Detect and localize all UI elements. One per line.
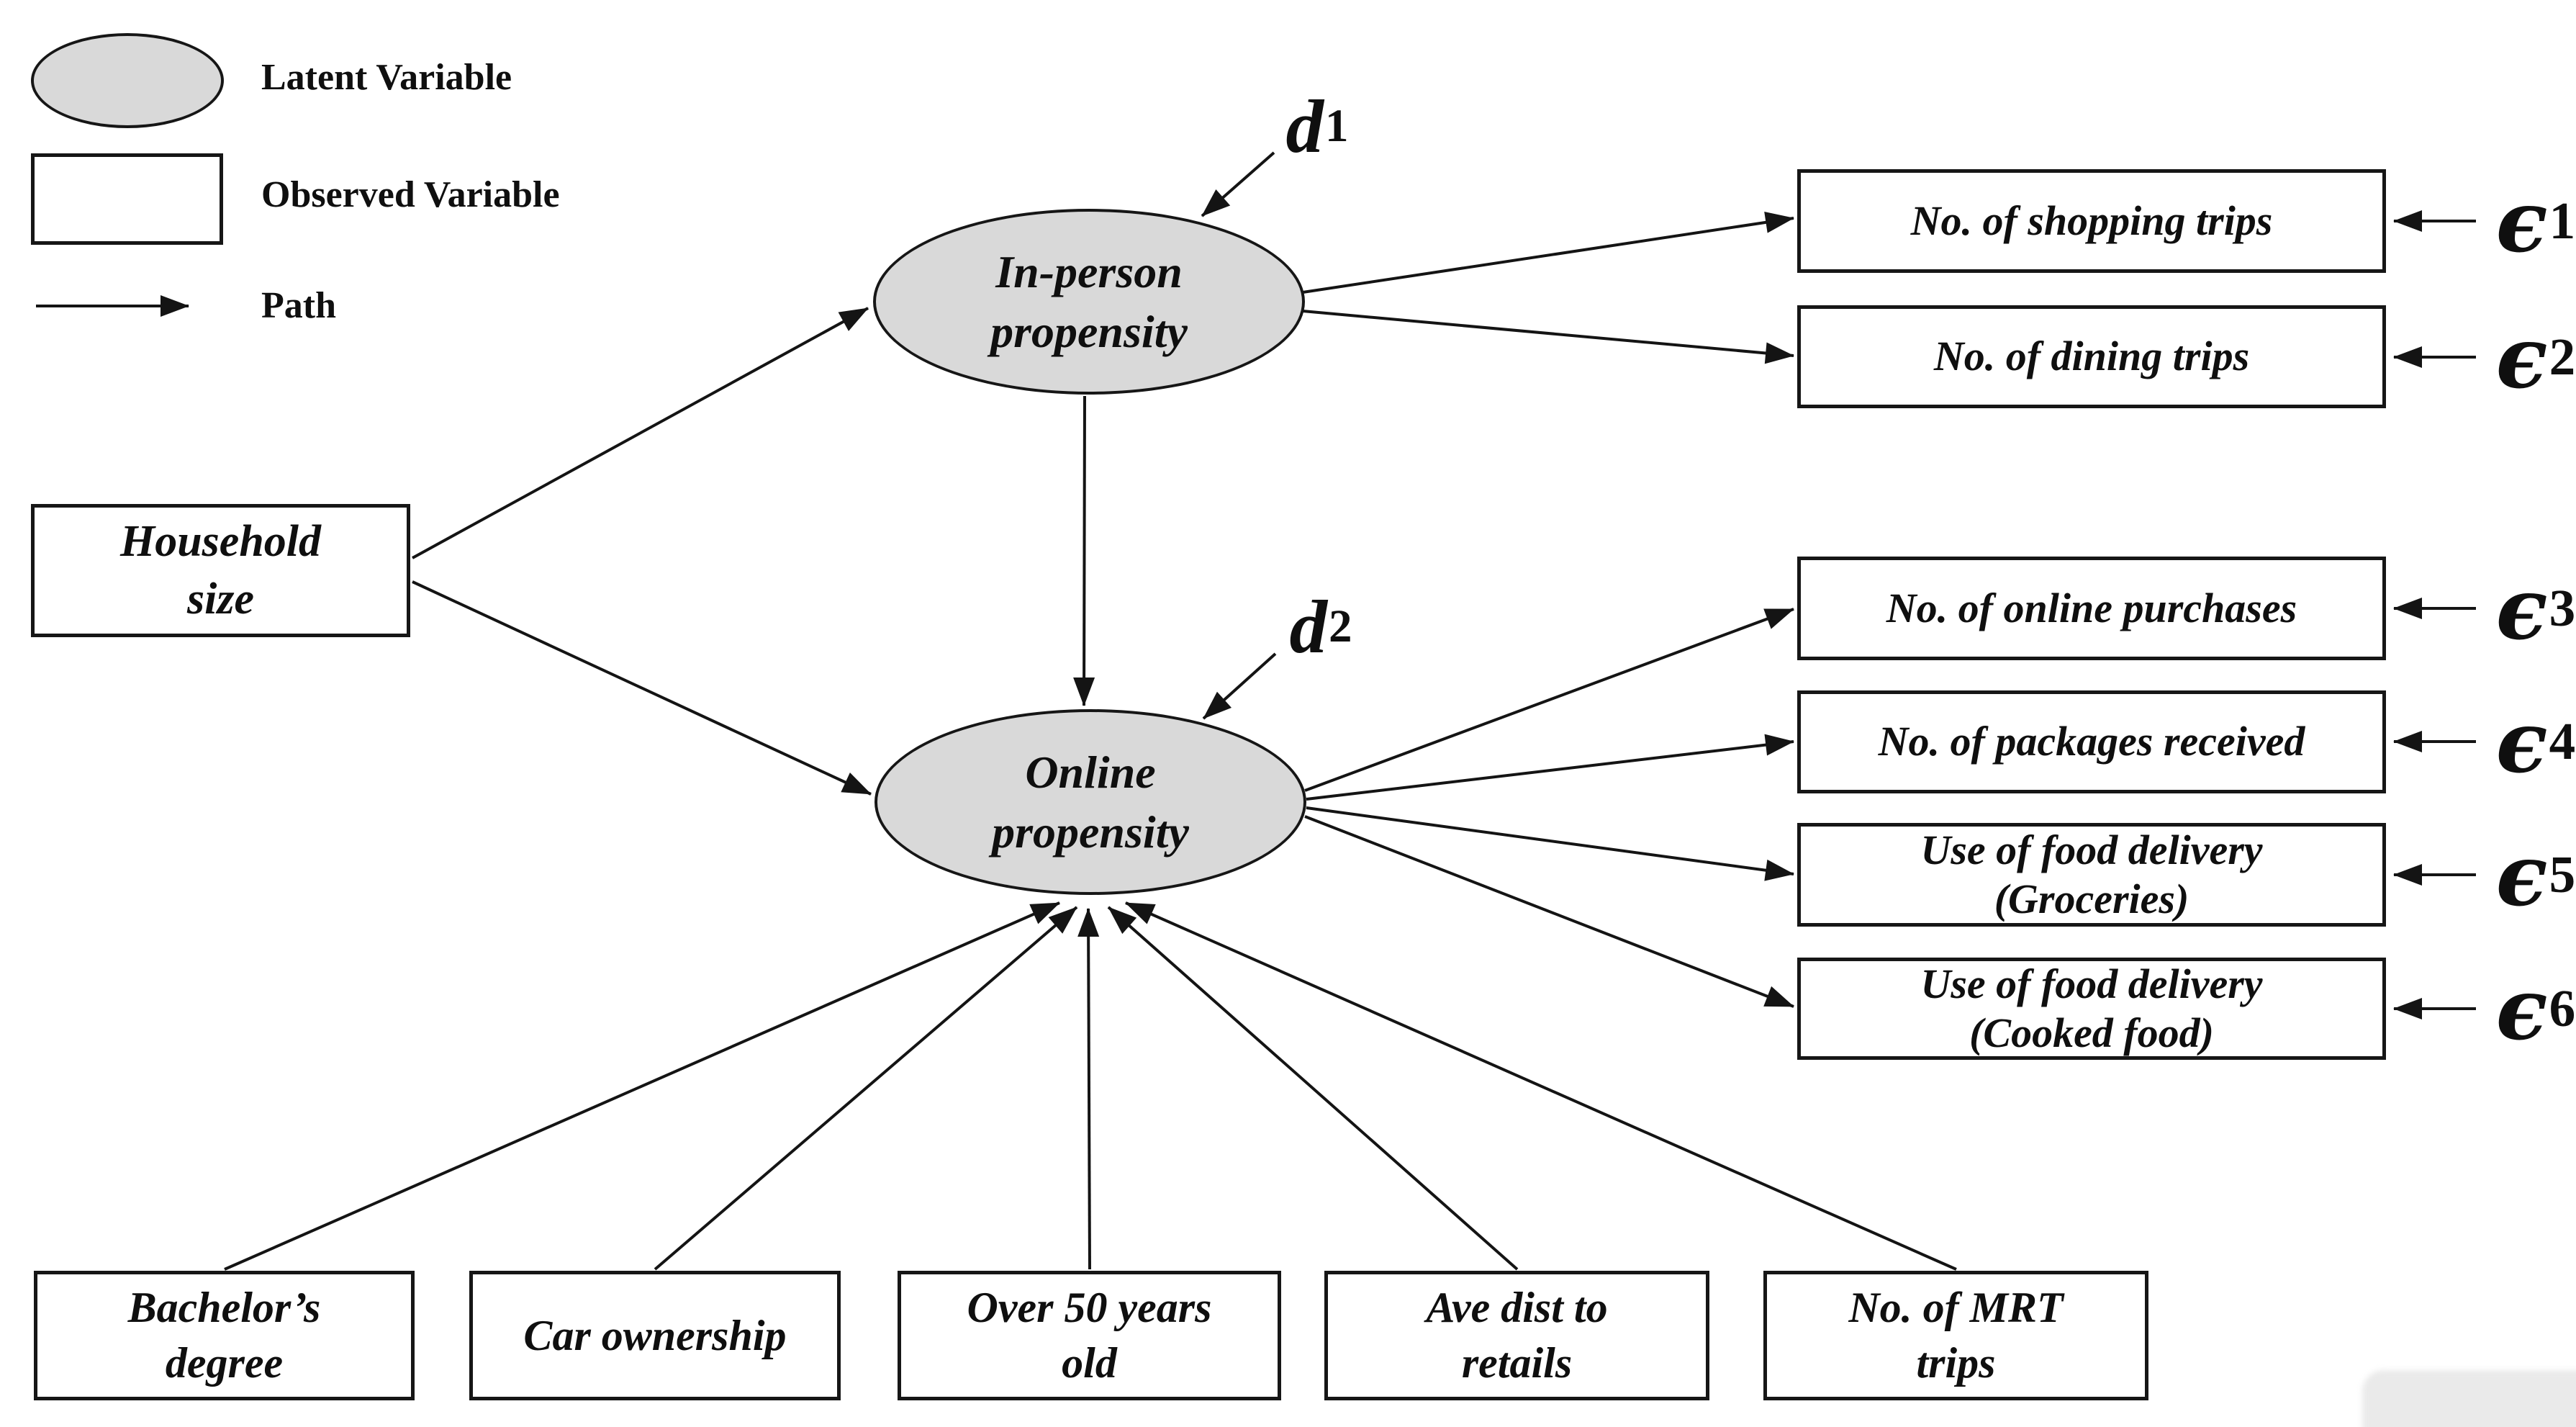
- path-mrt-to-online: [1125, 901, 1957, 1271]
- household-size-line1: Household: [119, 517, 322, 567]
- shopping-trips-label: No. of shopping trips: [1910, 197, 2273, 244]
- shopping-trips-box: No. of shopping trips: [1797, 169, 2386, 273]
- inperson-line2: propensity: [990, 306, 1188, 357]
- legend-path-label: Path: [261, 285, 336, 326]
- legend-latent-ellipse-icon: [31, 33, 224, 128]
- online-line2: propensity: [992, 806, 1189, 857]
- e3-symbol: ϵ: [2495, 558, 2548, 659]
- food-delivery-groceries-box: Use of food delivery (Groceries): [1797, 823, 2386, 927]
- d1-symbol: d: [1285, 84, 1324, 168]
- ave-dist-retails-box: Ave dist to retails: [1324, 1271, 1709, 1400]
- online-propensity-ellipse: Online propensity: [875, 709, 1306, 895]
- legend-observed-label: Observed Variable: [261, 174, 560, 215]
- mrt-trips-line1: No. of MRT: [1848, 1284, 2064, 1332]
- over-50-years-line1: Over 50 years: [967, 1284, 1212, 1332]
- d2-symbol: d: [1289, 584, 1327, 669]
- household-size-line2: size: [187, 574, 254, 624]
- over-50-years-box: Over 50 years old: [898, 1271, 1281, 1400]
- inperson-line1: In-person: [995, 246, 1183, 297]
- e1-symbol: ϵ: [2495, 171, 2548, 271]
- food-delivery-cooked-box: Use of food delivery (Cooked food): [1797, 958, 2386, 1060]
- mrt-trips-box: No. of MRT trips: [1763, 1271, 2148, 1400]
- path-online-to-packages: [1306, 734, 1794, 801]
- path-inperson-to-shopping: [1302, 211, 1794, 294]
- inperson-propensity-ellipse: In-person propensity: [873, 209, 1305, 395]
- bachelors-degree-line2: degree: [165, 1339, 284, 1387]
- path-inperson-to-dining: [1302, 310, 1794, 364]
- mrt-trips-line2: trips: [1916, 1339, 1996, 1387]
- food-delivery-groceries-label2: (Groceries): [1994, 875, 2189, 922]
- household-size-box: Household size: [31, 504, 410, 637]
- food-delivery-cooked-label2: (Cooked food): [1969, 1009, 2214, 1056]
- ave-dist-retails-line2: retails: [1461, 1339, 1573, 1387]
- online-purchases-box: No. of online purchases: [1797, 557, 2386, 660]
- path-inperson-to-online: [1073, 395, 1095, 706]
- d1-arrow: [1201, 151, 1275, 217]
- car-ownership-box: Car ownership: [469, 1271, 841, 1400]
- path-avedist-to-online: [1107, 906, 1519, 1271]
- legend-latent-label: Latent Variable: [261, 57, 512, 98]
- bachelors-degree-box: Bachelor’s degree: [34, 1271, 415, 1400]
- dining-trips-label: No. of dining trips: [1933, 333, 2250, 380]
- path-online-to-purchases: [1304, 608, 1794, 792]
- online-line1: Online: [1025, 746, 1156, 798]
- over-50-years-line2: old: [1062, 1339, 1117, 1387]
- path-household-to-online: [412, 580, 872, 796]
- legend-observed-rect-icon: [31, 153, 223, 245]
- path-over50-to-online: [1077, 908, 1100, 1270]
- food-delivery-cooked-label: Use of food delivery: [1920, 960, 2263, 1007]
- food-delivery-groceries-label: Use of food delivery: [1920, 826, 2263, 873]
- d2-arrow: [1202, 652, 1277, 720]
- bottom-right-overlay-artifact: [2362, 1370, 2576, 1427]
- ave-dist-retails-line1: Ave dist to: [1426, 1284, 1608, 1332]
- packages-received-box: No. of packages received: [1797, 690, 2386, 793]
- packages-received-label: No. of packages received: [1878, 718, 2305, 765]
- e4-symbol: ϵ: [2495, 691, 2548, 792]
- e2-symbol: ϵ: [2495, 307, 2548, 408]
- e6-symbol: ϵ: [2495, 958, 2548, 1059]
- bachelors-degree-line1: Bachelor’s: [127, 1284, 321, 1332]
- online-purchases-label: No. of online purchases: [1886, 584, 2297, 631]
- dining-trips-box: No. of dining trips: [1797, 305, 2386, 408]
- path-online-to-cookedfood: [1304, 815, 1794, 1008]
- path-online-to-groceries: [1306, 806, 1794, 881]
- path-bachelors-to-online: [224, 901, 1060, 1271]
- car-ownership-line1: Car ownership: [523, 1311, 787, 1359]
- e5-symbol: ϵ: [2495, 824, 2548, 925]
- path-household-to-inperson: [412, 307, 869, 559]
- path-carownership-to-online: [654, 906, 1078, 1271]
